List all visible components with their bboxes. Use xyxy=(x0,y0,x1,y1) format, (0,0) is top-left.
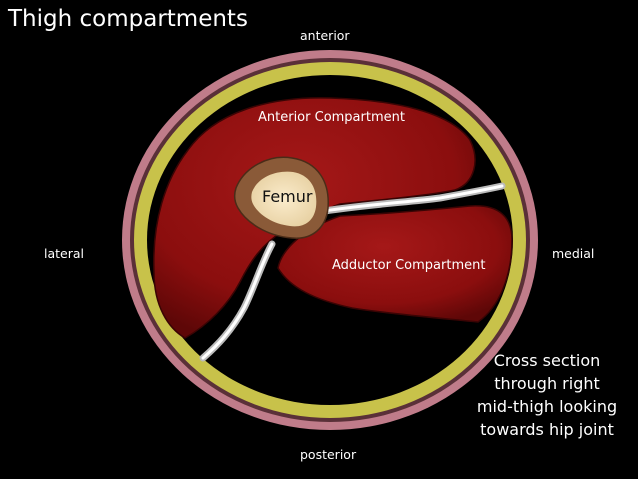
caption-line: Cross section xyxy=(493,351,601,370)
direction-label-posterior: posterior xyxy=(300,447,357,462)
direction-label-anterior: anterior xyxy=(300,28,350,43)
caption: Cross section through right mid-thigh lo… xyxy=(466,349,628,441)
femur-marrow xyxy=(251,171,317,227)
direction-label-lateral: lateral xyxy=(44,246,84,261)
caption-line: mid-thigh looking xyxy=(476,397,618,416)
medial-septum-highlight xyxy=(316,184,504,214)
caption-line: through right xyxy=(494,374,600,393)
adductor-compartment-muscle xyxy=(277,205,513,323)
femur-label: Femur xyxy=(262,187,313,206)
direction-label-medial: medial xyxy=(552,246,595,261)
slide-title: Thigh compartments xyxy=(8,6,248,32)
adductor-compartment-label: Adductor Compartment xyxy=(332,258,486,273)
anterior-compartment-label: Anterior Compartment xyxy=(258,110,405,125)
caption-line: towards hip joint xyxy=(480,420,614,439)
lateral-septum-highlight xyxy=(201,242,274,360)
